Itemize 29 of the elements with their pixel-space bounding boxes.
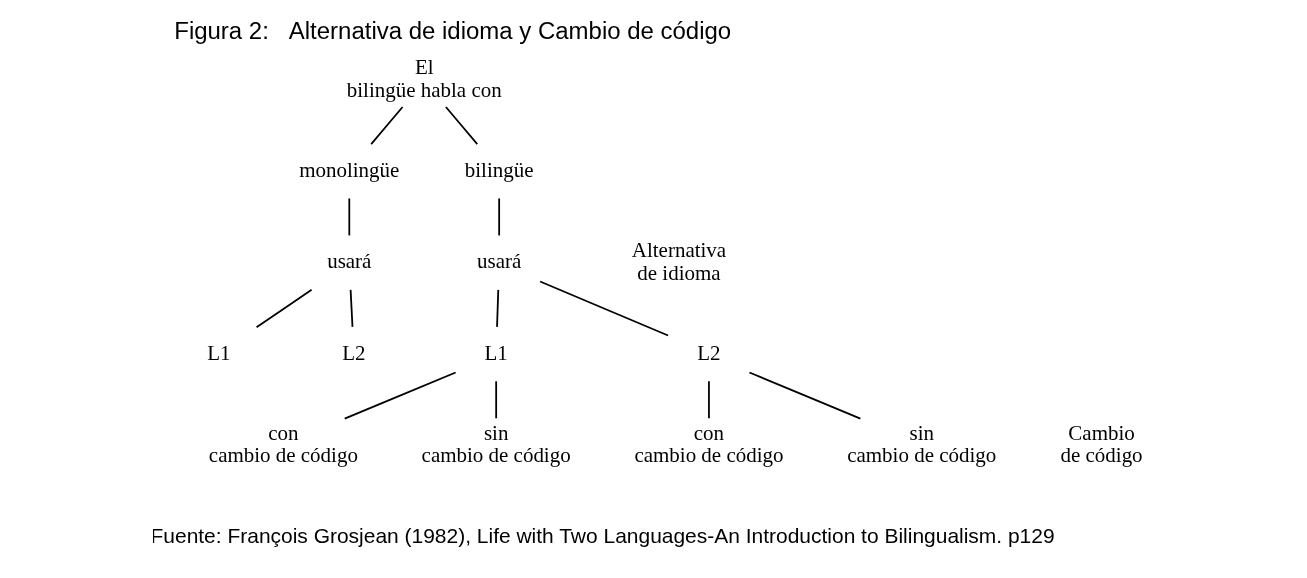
node-text: L1 [207,340,231,365]
node-text: sin cambio de código [847,420,997,468]
connector [348,197,351,237]
node-text: L2 [697,340,721,365]
label: Alternativa de idioma [631,238,727,285]
node-text: usará [327,249,372,274]
connector [349,288,354,328]
connector [370,106,404,145]
connector [343,371,457,420]
connector [445,106,479,145]
node-text: L1 [484,340,508,365]
connector [708,380,710,420]
node-text: sin cambio de código [421,420,571,468]
connector [255,288,313,329]
diagram-title: Figura 2: Alternativa de idioma y Cambio de código [174,17,732,45]
node-text: El bilingüe habla con [346,55,502,102]
node-text: monolingüe [299,157,400,182]
connector [748,371,862,420]
caption: Fuente: François Grosjean (1982), Life with Two Languages-An Introduction to Bilingualism. p129 [150,523,1055,547]
node-text: con cambio de código [634,420,784,468]
connector [495,380,498,420]
node-text: bilingüe [464,157,534,182]
node-text: con cambio de código [208,420,358,468]
connector [498,197,501,237]
connector [496,288,500,328]
node-text: usará [477,249,522,274]
node-text: L2 [342,340,366,365]
label: Cambio de código [1060,420,1143,468]
connector [539,280,669,337]
